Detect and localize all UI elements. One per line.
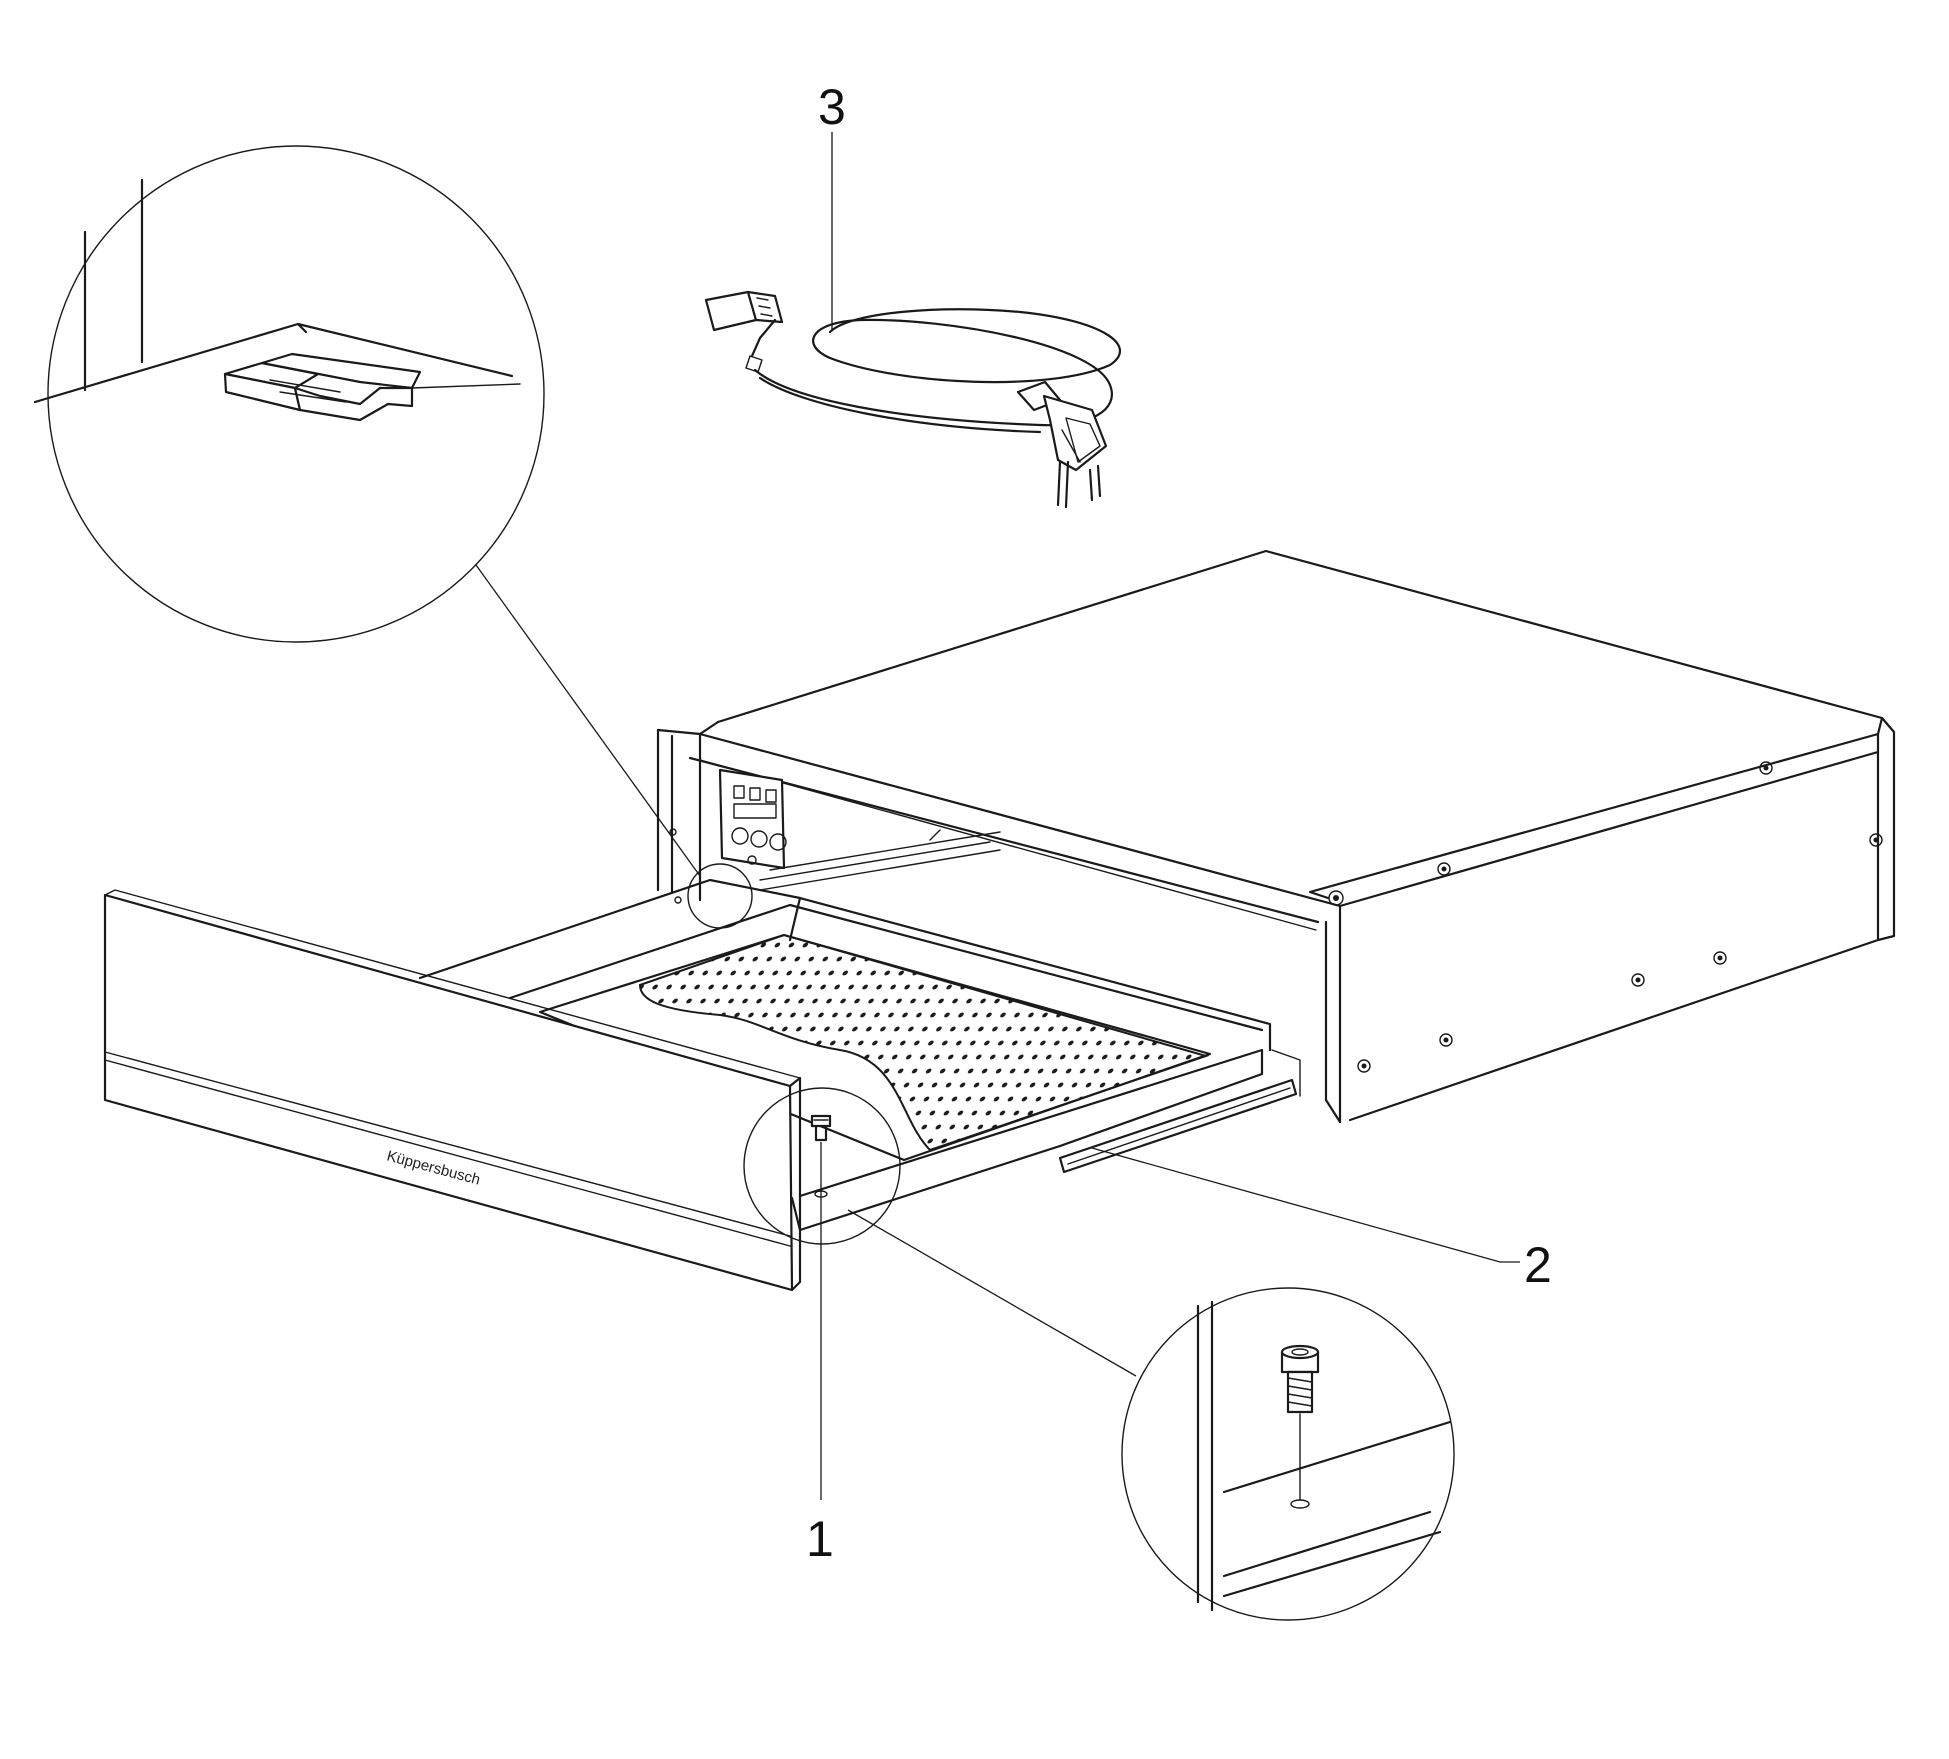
callout-2: 2 bbox=[1524, 1237, 1552, 1293]
detail-leader-screw bbox=[847, 1209, 1137, 1377]
drawer-front-panel: Küppersbusch bbox=[103, 889, 802, 1292]
callout-3: 3 bbox=[818, 79, 846, 135]
power-cord bbox=[704, 290, 1122, 509]
leader-2 bbox=[1091, 1147, 1520, 1263]
detail-view-drawer-latch bbox=[33, 145, 545, 643]
callout-1: 1 bbox=[806, 1511, 834, 1567]
detail-marker-screw bbox=[743, 1087, 901, 1245]
detail-view-screw bbox=[1121, 1287, 1455, 1621]
detail-marker-latch bbox=[687, 863, 753, 929]
warming-drawer-housing bbox=[656, 549, 1896, 1124]
detail-leader-latch bbox=[475, 564, 701, 877]
fixing-screw bbox=[810, 1114, 832, 1198]
